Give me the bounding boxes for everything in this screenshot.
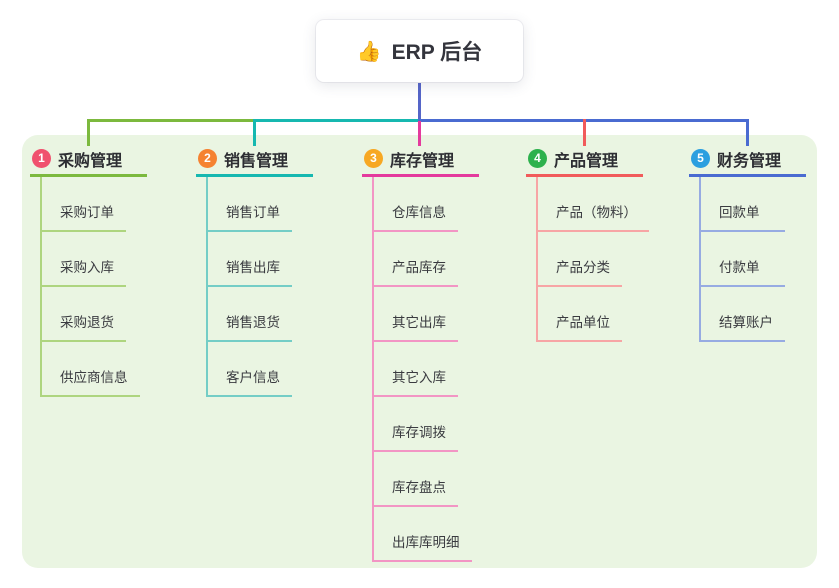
branch-number-badge: 4 — [528, 149, 547, 168]
child-topic-node[interactable]: 产品库存 — [374, 232, 458, 287]
child-topic-node[interactable]: 库存调拨 — [374, 397, 458, 452]
branch-3: 3 库存管理仓库信息产品库存其它出库其它入库库存调拨库存盘点出库库明细 — [362, 143, 479, 562]
branch-number-badge: 2 — [198, 149, 217, 168]
child-topic-node[interactable]: 仓库信息 — [374, 177, 458, 232]
rail-left-segment-2 — [253, 119, 420, 122]
branch-children: 仓库信息产品库存其它出库其它入库库存调拨库存盘点出库库明细 — [372, 177, 479, 562]
branch-title-label: 库存管理 — [390, 152, 455, 170]
branch-title-node[interactable]: 2 销售管理 — [196, 143, 313, 177]
child-topic-node[interactable]: 采购入库 — [42, 232, 126, 287]
root-connector-line — [418, 83, 421, 121]
child-topic-node[interactable]: 销售订单 — [208, 177, 292, 232]
branch-title-node[interactable]: 5 财务管理 — [689, 143, 806, 177]
child-topic-node[interactable]: 供应商信息 — [42, 342, 140, 397]
branch-number-badge: 5 — [691, 149, 710, 168]
child-topic-node[interactable]: 付款单 — [701, 232, 785, 287]
branch-title-label: 财务管理 — [717, 152, 782, 170]
branch-number-badge: 3 — [364, 149, 383, 168]
branch-title-node[interactable]: 4 产品管理 — [526, 143, 643, 177]
child-topic-node[interactable]: 库存盘点 — [374, 452, 458, 507]
child-topic-node[interactable]: 其它出库 — [374, 287, 458, 342]
child-topic-node[interactable]: 采购退货 — [42, 287, 126, 342]
child-topic-node[interactable]: 销售出库 — [208, 232, 292, 287]
drop-line-branch-5 — [746, 119, 749, 146]
drop-line-branch-1 — [87, 119, 90, 146]
drop-line-branch-2 — [253, 119, 256, 146]
branch-1: 1 采购管理采购订单采购入库采购退货供应商信息 — [30, 143, 147, 397]
child-topic-node[interactable]: 销售退货 — [208, 287, 292, 342]
branch-title-node[interactable]: 3 库存管理 — [362, 143, 479, 177]
root-topic-label: ERP 后台 — [391, 41, 483, 64]
rail-left-segment-1 — [87, 119, 254, 122]
branch-children: 采购订单采购入库采购退货供应商信息 — [40, 177, 147, 397]
drop-line-branch-3 — [418, 121, 421, 146]
branch-title-node[interactable]: 1 采购管理 — [30, 143, 147, 177]
branch-title-label: 销售管理 — [224, 152, 289, 170]
drop-line-branch-4 — [583, 119, 586, 146]
child-topic-node[interactable]: 其它入库 — [374, 342, 458, 397]
thumbs-up-icon: 👍 — [356, 40, 382, 63]
branch-children: 回款单付款单结算账户 — [699, 177, 806, 342]
branch-5: 5 财务管理回款单付款单结算账户 — [689, 143, 806, 342]
branch-children: 产品（物料）产品分类产品单位 — [536, 177, 649, 342]
child-topic-node[interactable]: 回款单 — [701, 177, 785, 232]
child-topic-node[interactable]: 产品单位 — [538, 287, 622, 342]
child-topic-node[interactable]: 产品（物料） — [538, 177, 649, 232]
child-topic-node[interactable]: 结算账户 — [701, 287, 785, 342]
branch-4: 4 产品管理产品（物料）产品分类产品单位 — [526, 143, 649, 342]
child-topic-node[interactable]: 出库库明细 — [374, 507, 472, 562]
branch-title-label: 采购管理 — [58, 152, 123, 170]
branch-children: 销售订单销售出库销售退货客户信息 — [206, 177, 313, 397]
branch-number-badge: 1 — [32, 149, 51, 168]
child-topic-node[interactable]: 客户信息 — [208, 342, 292, 397]
child-topic-node[interactable]: 产品分类 — [538, 232, 622, 287]
branches-panel — [22, 135, 817, 568]
child-topic-node[interactable]: 采购订单 — [42, 177, 126, 232]
branch-2: 2 销售管理销售订单销售出库销售退货客户信息 — [196, 143, 313, 397]
branch-title-label: 产品管理 — [554, 152, 619, 170]
root-topic-node[interactable]: 👍 ERP 后台 — [316, 20, 523, 82]
